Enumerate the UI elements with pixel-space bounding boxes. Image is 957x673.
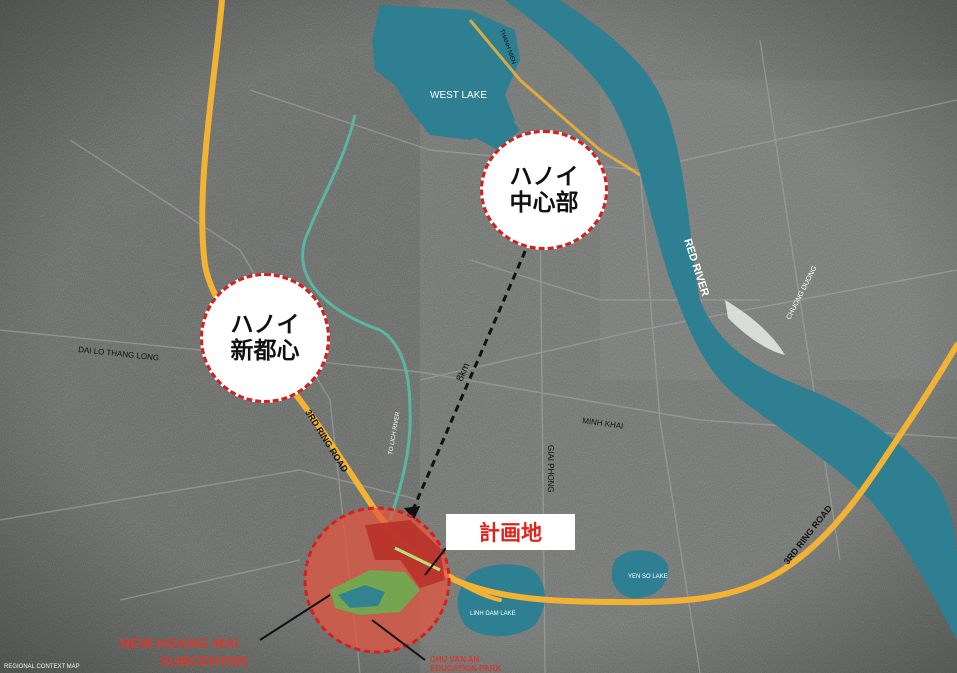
linh-dam-lake-label: LINH DAM LAKE <box>470 611 516 617</box>
distance-line <box>410 239 532 513</box>
city-center-callout: ハノイ 中心部 <box>480 130 608 250</box>
west-lake-label: WEST LAKE <box>430 90 487 101</box>
city-center-line2: 中心部 <box>509 190 579 216</box>
west-lake <box>372 5 520 140</box>
giai-phong-label: GIAI PHONG <box>546 445 555 493</box>
distance-arrowhead <box>404 506 420 520</box>
new-center-line1: ハノイ <box>230 311 300 338</box>
plan-leader <box>424 547 447 576</box>
park-label-line2: EDUCATION PARK <box>430 664 501 673</box>
new-center-line2: 新都心 <box>230 338 300 364</box>
to-lich-river <box>301 114 412 521</box>
city-center-line1: ハノイ <box>509 163 579 190</box>
subcenter-leader <box>259 594 331 641</box>
footer-label: REGIONAL CONTEXT MAP <box>4 664 80 670</box>
plan-site-label: 計画地 <box>446 514 575 550</box>
yen-so-lake-label-1: YEN SO LAKE <box>628 574 668 580</box>
new-center-callout: ハノイ 新都心 <box>200 273 330 403</box>
subcenter-label-line2: SUBCENTER <box>160 653 247 669</box>
park-leader <box>371 619 426 661</box>
subcenter-label-line1: NEW HOANG MAI <box>120 635 238 651</box>
yen-so-lake <box>611 550 669 599</box>
park-label-line1: CHU VAN AN <box>430 655 480 664</box>
ring-roads <box>199 0 957 606</box>
